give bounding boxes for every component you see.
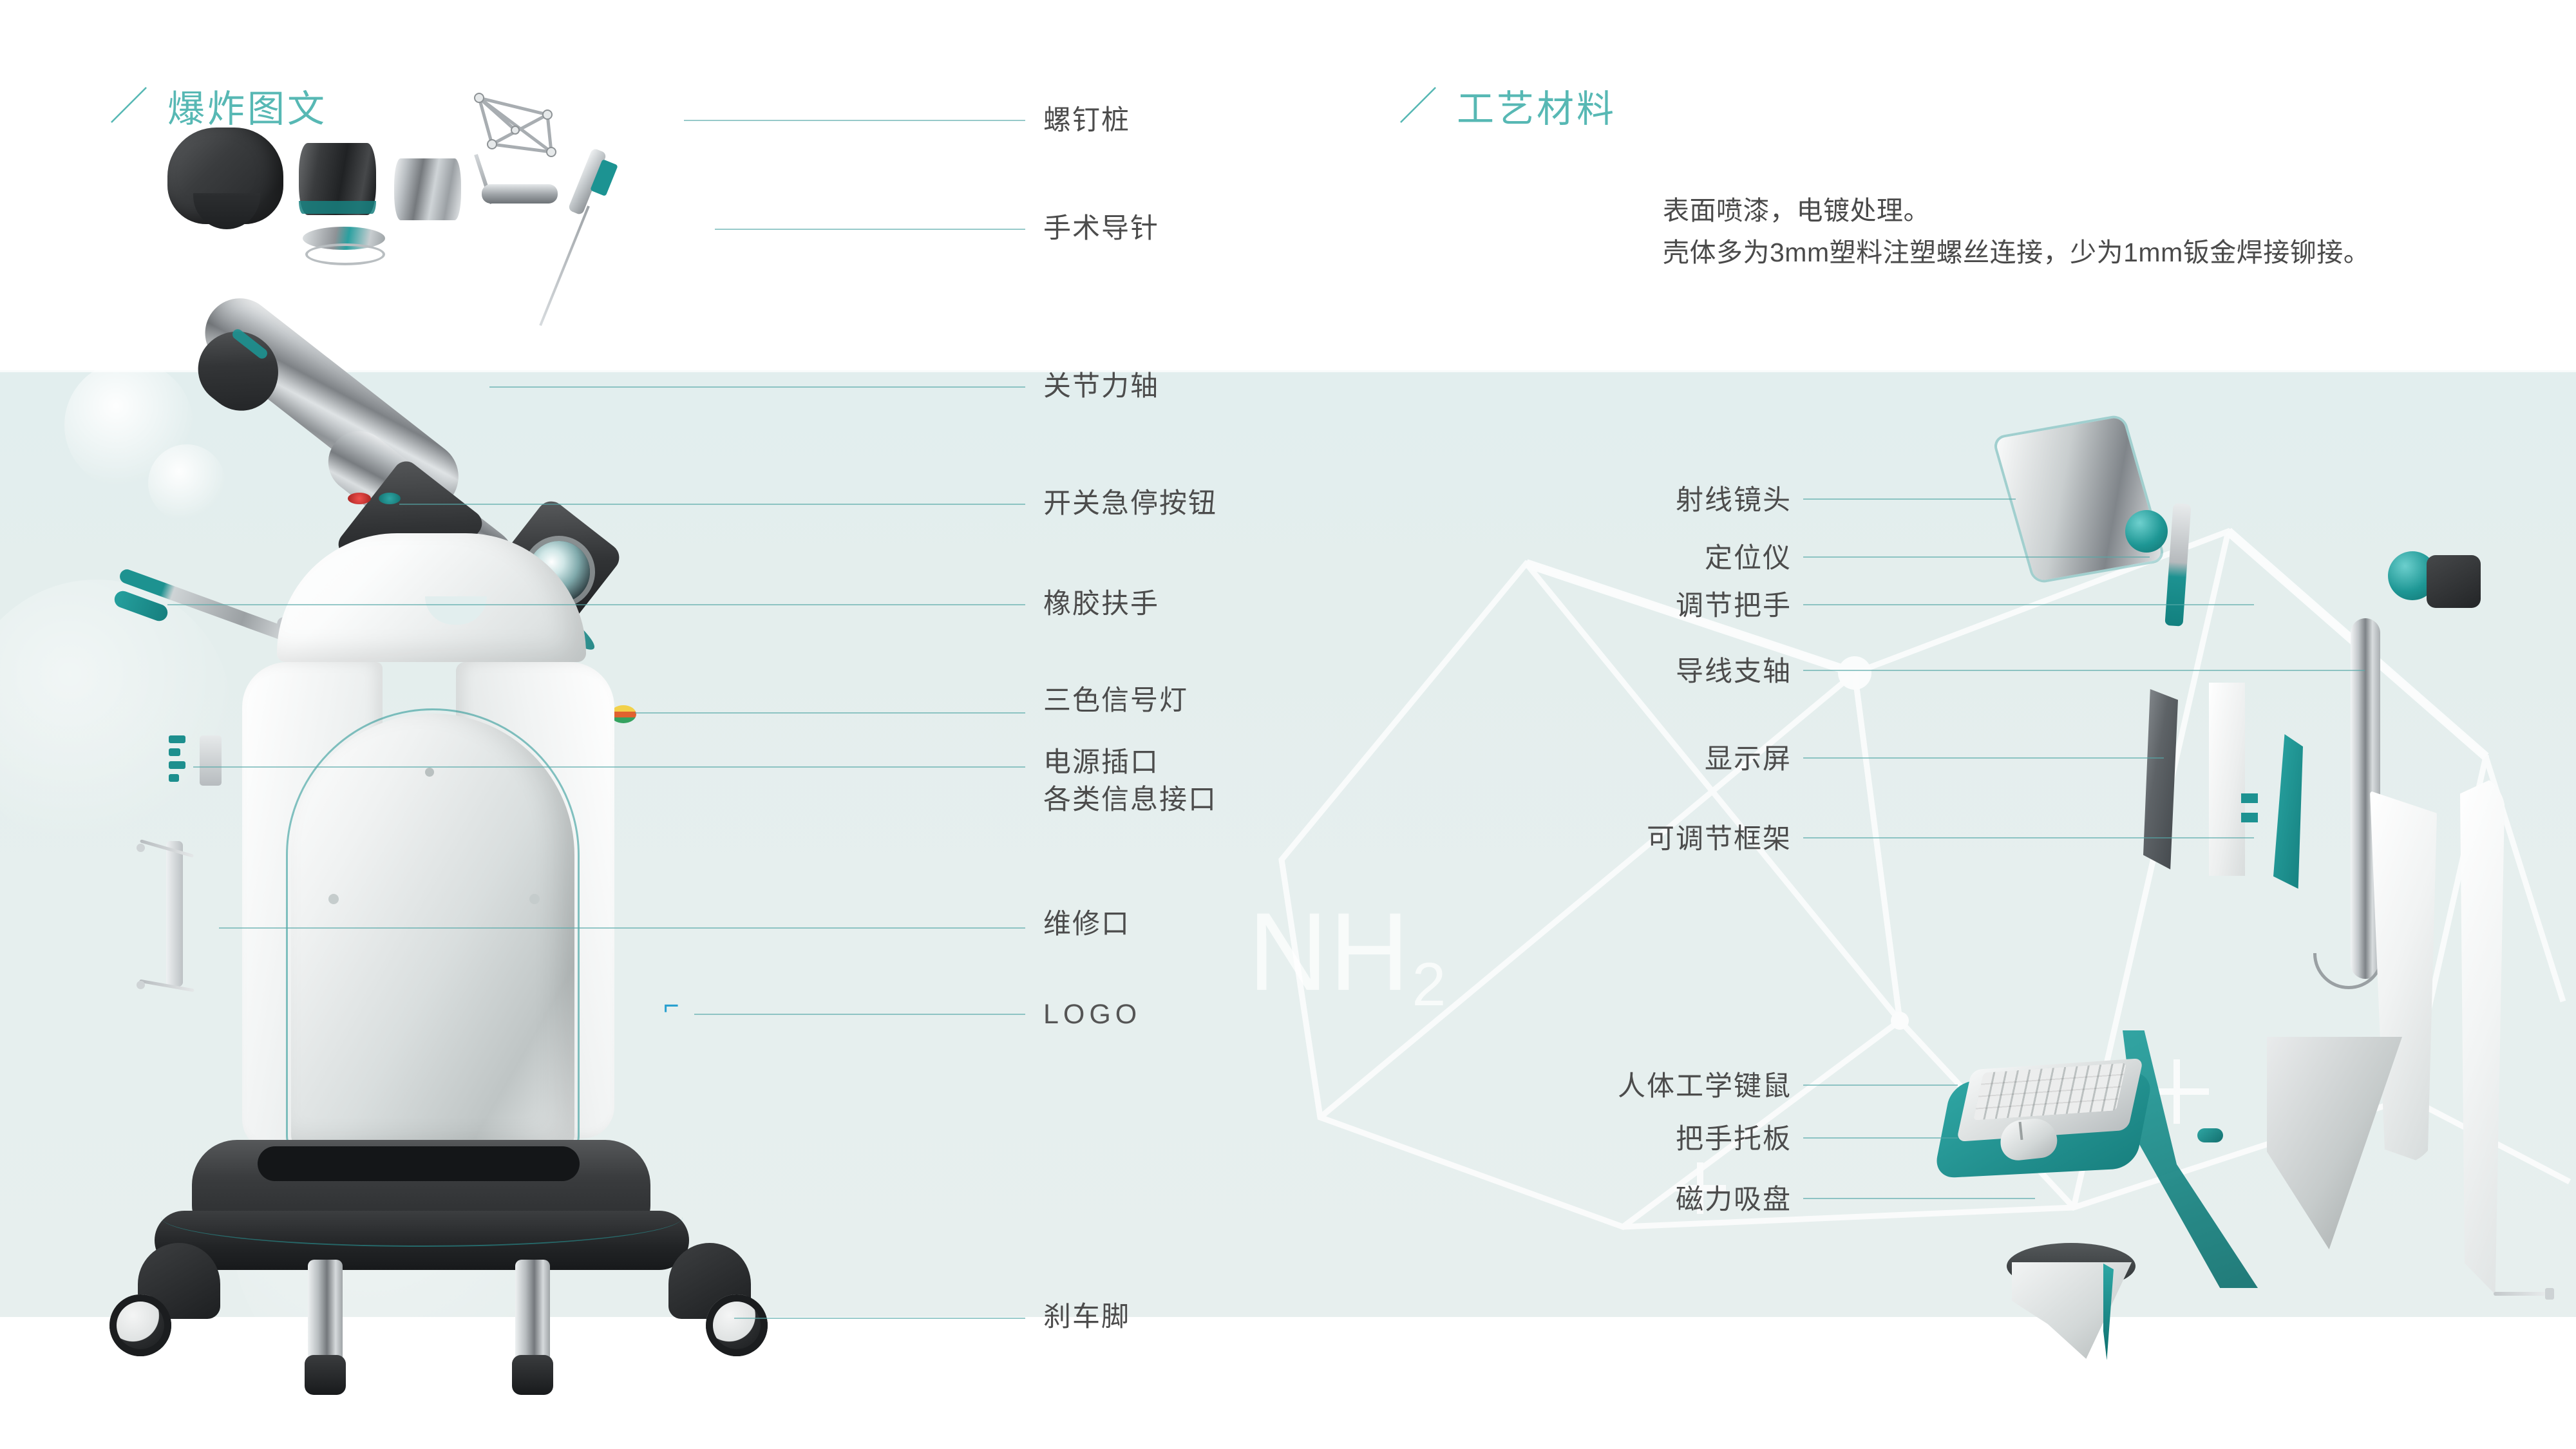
callout-label-info-ports: 各类信息接口 <box>1043 784 1217 815</box>
assembly-screw-head <box>137 844 145 852</box>
leader-line-wire-support <box>1803 670 2365 671</box>
materials-note: 表面喷漆，电镀处理。 壳体多为3mm塑料注塑螺丝连接，少为1mm钣金焊接铆接。 <box>1663 190 2370 274</box>
callout-label-guide-needle: 手术导针 <box>1043 213 1159 244</box>
core-screw <box>425 768 434 777</box>
display-panel-white <box>2209 683 2245 876</box>
display-panel-indicator <box>2241 793 2258 803</box>
section-slash-icon: ／ <box>1399 85 1437 128</box>
robot-arm-bearing-ring-lower <box>305 243 385 265</box>
callout-label-joint-axis: 关节力轴 <box>1043 371 1159 402</box>
leader-line-joint-axis <box>489 386 1025 388</box>
robot-arm-chrome-cylinder <box>394 158 461 220</box>
product-logo-mark: ⌐ <box>663 990 680 1021</box>
chassis-support-leg <box>308 1260 343 1363</box>
brake-caster-wheel <box>706 1294 768 1356</box>
callout-label-display: 显示屏 <box>1705 744 1792 775</box>
leader-line-keyboard <box>1803 1084 1958 1086</box>
callout-label-service-hatch: 维修口 <box>1043 909 1130 940</box>
callout-label-adjust-frame: 可调节框架 <box>1647 824 1792 855</box>
background-band-bottom <box>0 1317 2576 1449</box>
materials-note-line-1: 表面喷漆，电镀处理。 <box>1663 196 1930 225</box>
adjust-handle-end-cap <box>2427 555 2481 608</box>
power-switch-indicator-teal <box>379 493 401 504</box>
frame-screw <box>2494 1292 2553 1296</box>
section-header-exploded: ／ 爆炸图文 <box>109 85 328 130</box>
callout-label-rubber-grip: 橡胶扶手 <box>1043 589 1159 620</box>
leader-line-magnet <box>1803 1198 2035 1199</box>
callout-label-xray-lens: 射线镜头 <box>1676 485 1792 516</box>
callout-label-estop-switch: 开关急停按钮 <box>1043 488 1217 519</box>
materials-note-line-2: 壳体多为3mm塑料注塑螺丝连接，少为1mm钣金焊接铆接。 <box>1663 237 2371 267</box>
robot-arm-cylinder-teal-trim <box>299 201 376 214</box>
leader-line-handle-tray <box>1803 1137 1958 1139</box>
info-port-connectors <box>169 734 194 787</box>
callout-label-positioner: 定位仪 <box>1705 543 1792 574</box>
callout-label-signal-light: 三色信号灯 <box>1043 685 1188 716</box>
leader-line-positioner <box>1803 556 2150 558</box>
leader-line-guide-needle <box>715 229 1025 230</box>
leader-line-adjust-frame <box>1803 837 2254 838</box>
core-screw <box>328 894 339 904</box>
section-title-text: 工艺材料 <box>1457 88 1617 130</box>
brake-caster-wheel <box>109 1294 171 1356</box>
chassis-leg-foot <box>512 1355 553 1395</box>
callout-label-wire-support: 导线支轴 <box>1676 656 1792 687</box>
guide-clamp <box>482 184 558 204</box>
section-title-text: 爆炸图文 <box>167 88 328 130</box>
screw-pile-truss <box>474 93 556 157</box>
leader-line-screw-pile <box>684 120 1025 121</box>
callout-label-handle-tray: 把手托板 <box>1676 1124 1792 1155</box>
leader-line-brake-foot <box>734 1318 1025 1319</box>
leader-line-estop <box>399 504 1025 505</box>
callout-label-logo: LOGO <box>1043 999 1142 1030</box>
callout-label-keyboard: 人体工学键鼠 <box>1618 1071 1792 1102</box>
tri-color-signal-light <box>611 705 636 723</box>
leader-line-ports <box>193 766 1025 768</box>
chassis-slot <box>258 1146 580 1181</box>
display-panel-indicator <box>2241 813 2258 822</box>
leader-line-adjust-handle <box>1803 604 2254 605</box>
leader-line-service-hatch <box>219 927 1025 929</box>
nh2-watermark: NH2 <box>1248 890 1448 1019</box>
callout-label-brake-foot: 刹车脚 <box>1043 1302 1130 1332</box>
chassis-support-leg <box>515 1260 550 1363</box>
power-port-plate <box>200 735 222 786</box>
inner-core-teal-rim <box>286 708 580 1155</box>
chassis-leg-foot <box>305 1355 346 1395</box>
frame-screw-head <box>2545 1288 2554 1300</box>
xray-lens-pivot-knob <box>2125 510 2168 553</box>
core-screw <box>529 894 540 904</box>
section-slash-icon: ／ <box>109 85 148 128</box>
section-header-materials: ／ 工艺材料 <box>1399 85 1617 130</box>
callout-label-power-port: 电源插口 <box>1043 747 1159 778</box>
leader-line-display <box>1803 757 2164 759</box>
callout-label-adjust-handle: 调节把手 <box>1676 591 1792 621</box>
callout-label-magnet-cup: 磁力吸盘 <box>1676 1184 1792 1215</box>
background-band-top <box>0 0 2576 370</box>
callout-label-screw-pile: 螺钉桩 <box>1043 105 1130 136</box>
band-divider <box>0 370 2576 372</box>
leader-line-signal-light <box>635 712 1025 714</box>
service-hatch-bracket <box>166 841 183 987</box>
emergency-stop-indicator-red <box>348 493 371 504</box>
magnetic-chip <box>2197 1128 2223 1142</box>
leader-line-rubber-grip <box>167 604 1025 605</box>
assembly-screw-head <box>137 981 145 989</box>
chassis-teal-edge <box>161 1216 683 1247</box>
leader-line-xray-lens <box>1803 498 2016 500</box>
leader-line-logo <box>694 1014 1025 1015</box>
